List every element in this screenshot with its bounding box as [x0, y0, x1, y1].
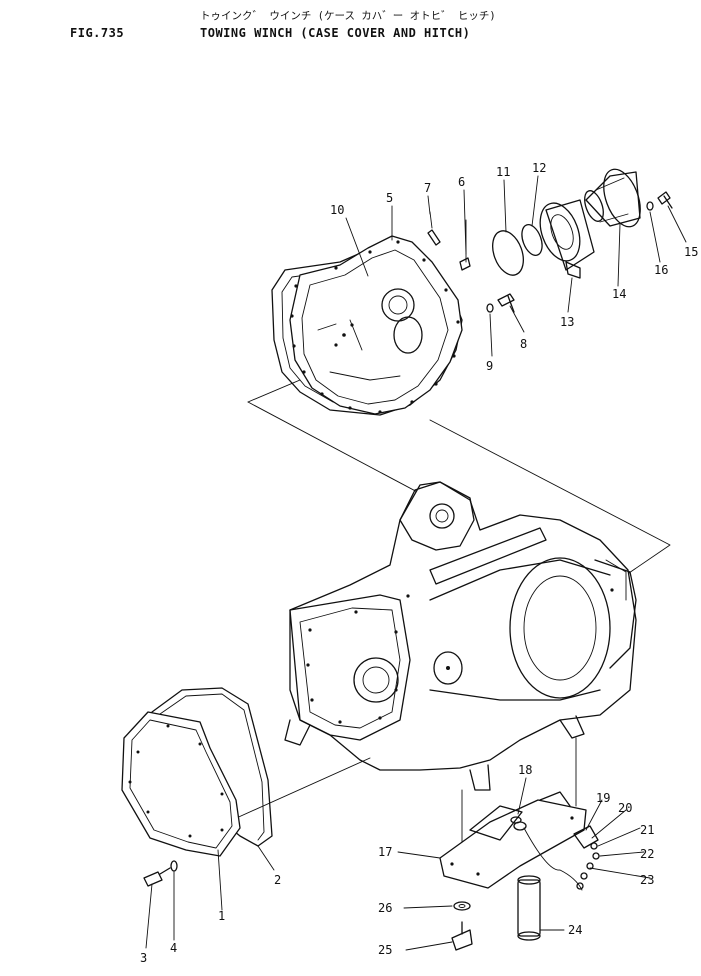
washer-item-26: [453, 901, 471, 911]
callout-2: 2: [274, 873, 281, 887]
washer-item-16: [646, 201, 654, 211]
retainer-item-14: [584, 168, 641, 228]
bearing-cage-item-13: [539, 199, 595, 279]
pin-item-7: [427, 211, 441, 246]
callout-8: 8: [520, 337, 527, 351]
callout-9: 9: [486, 359, 493, 373]
pin-item-18: [510, 816, 522, 824]
bolt-item-3: [143, 867, 171, 887]
callout-5: 5: [386, 191, 393, 205]
callout-26: 26: [378, 901, 392, 915]
chain-items-19-23: [523, 825, 600, 891]
callout-14: 14: [612, 287, 626, 301]
cover-bolt-holes: [290, 240, 460, 414]
o-ring-item-12: [521, 224, 543, 256]
callout-10: 10: [330, 203, 344, 217]
callout-4: 4: [170, 941, 177, 955]
winch-case: [284, 481, 637, 791]
callout-12: 12: [532, 161, 546, 175]
washer-item-9: [486, 303, 494, 313]
callout-6: 6: [458, 175, 465, 189]
hitch-plate-item-17: [439, 791, 587, 889]
callout-21: 21: [640, 823, 654, 837]
hitch-pin-item-24: [517, 875, 541, 941]
callout-20: 20: [618, 801, 632, 815]
figure-title-english: TOWING WINCH (CASE COVER AND HITCH): [200, 26, 471, 40]
gasket-alignment-line: [231, 757, 371, 821]
callout-11: 11: [496, 165, 510, 179]
callout-17: 17: [378, 845, 392, 859]
callout-25: 25: [378, 943, 392, 957]
callout-13: 13: [560, 315, 574, 329]
figure-title-japanese: トゥインク゛ ウインチ (ケース カハ゛ー オトヒ゛ ヒッチ): [200, 10, 496, 22]
leader-lines: [145, 175, 687, 951]
case-bolt-holes: [306, 588, 614, 724]
callout-labels: 1 2 3 4 5 6 7 8 9 10 11 12 13 14 15 16 1…: [140, 161, 698, 965]
bolt-item-25: [451, 921, 473, 951]
case-cover: [289, 235, 463, 415]
callout-1: 1: [218, 909, 225, 923]
bolt-item-8: [497, 293, 515, 313]
callout-22: 22: [640, 847, 654, 861]
cover-plate-holes: [128, 724, 224, 838]
callout-24: 24: [568, 923, 582, 937]
callout-16: 16: [654, 263, 668, 277]
callout-19: 19: [596, 791, 610, 805]
cover-plate-item-1: [121, 711, 241, 857]
washer-item-4: [170, 860, 178, 872]
callout-3: 3: [140, 951, 147, 965]
callout-18: 18: [518, 763, 532, 777]
bolt-item-15: [657, 191, 673, 209]
callout-7: 7: [424, 181, 431, 195]
callout-23: 23: [640, 873, 654, 887]
callout-15: 15: [684, 245, 698, 259]
o-ring-item-11: [492, 230, 524, 276]
figure-number: FIG.735: [70, 26, 125, 40]
